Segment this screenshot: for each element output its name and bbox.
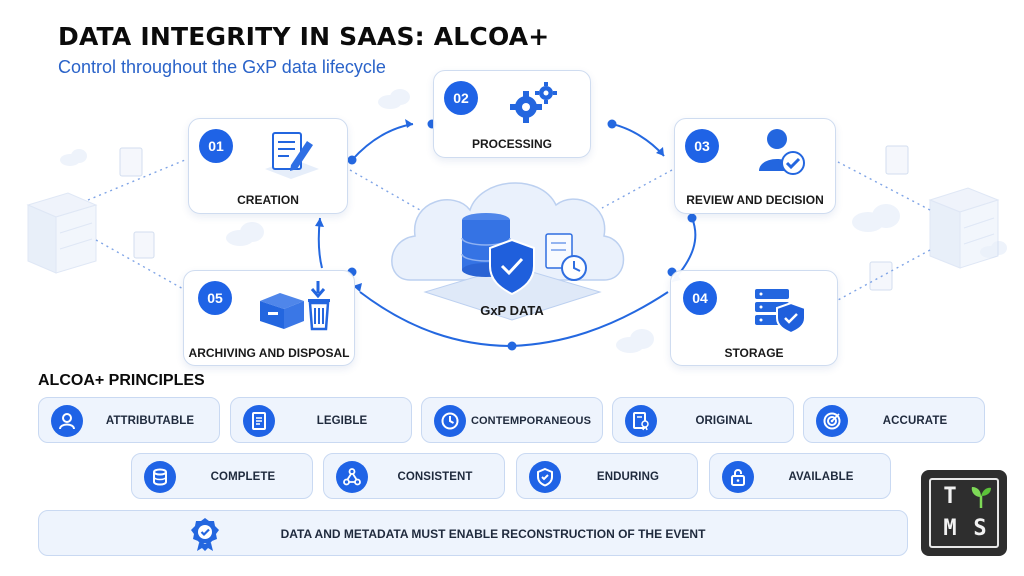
- server-shield-icon: [755, 289, 806, 335]
- document-pen-icon: [265, 132, 319, 179]
- side-connectors: [87, 159, 931, 301]
- stage-card-archiving[interactable]: 05 ARCHIVING AND DISPOSAL: [183, 270, 355, 366]
- principle-label: CONTEMPORANEOUS: [470, 415, 592, 427]
- document-icon: [243, 405, 275, 437]
- principle-label: LEGIBLE: [316, 415, 368, 427]
- unlock-icon: [722, 461, 754, 493]
- archive-trash-icon: [260, 281, 330, 331]
- principle-label: COMPLETE: [210, 471, 276, 483]
- user-icon: [51, 405, 83, 437]
- shield-check-icon: [529, 461, 561, 493]
- principle-contemporaneous[interactable]: CONTEMPORANEOUS: [421, 397, 603, 443]
- stage-label: PROCESSING: [471, 137, 552, 151]
- principle-attributable[interactable]: ATTRIBUTABLE: [38, 397, 220, 443]
- principle-consistent[interactable]: CONSISTENT: [323, 453, 505, 499]
- right-server-icon: [928, 187, 1000, 269]
- principle-label: ENDURING: [596, 471, 660, 483]
- center-label: GxP DATA: [480, 303, 544, 318]
- principle-label: ATTRIBUTABLE: [105, 415, 195, 427]
- stage-number: 05: [198, 281, 232, 315]
- award-badge-icon: [191, 518, 219, 551]
- logo-frame: [929, 478, 999, 548]
- page-title: DATA INTEGRITY IN SAAS: ALCOA+: [58, 22, 550, 51]
- network-icon: [336, 461, 368, 493]
- user-check-icon: [759, 129, 805, 175]
- principle-legible[interactable]: LEGIBLE: [230, 397, 412, 443]
- stage-card-creation[interactable]: 01 CREATION: [188, 118, 348, 214]
- stage-label: ARCHIVING AND DISPOSAL: [188, 346, 350, 360]
- clock-icon: [434, 405, 466, 437]
- gears-icon: [510, 82, 557, 123]
- stage-card-storage[interactable]: 04 STORAGE: [670, 270, 838, 366]
- principle-original[interactable]: ORIGINAL: [612, 397, 794, 443]
- stage-label: CREATION: [237, 193, 299, 207]
- principle-complete[interactable]: COMPLETE: [131, 453, 313, 499]
- footer-statement: DATA AND METADATA MUST ENABLE RECONSTRUC…: [38, 510, 908, 556]
- logo-letter: S: [973, 516, 987, 541]
- stage-card-review[interactable]: 03 REVIEW AND DECISION: [674, 118, 836, 214]
- center-cloud-icon: [391, 182, 625, 321]
- principle-available[interactable]: AVAILABLE: [709, 453, 891, 499]
- footer-text: DATA AND METADATA MUST ENABLE RECONSTRUC…: [280, 527, 706, 541]
- certificate-icon: [625, 405, 657, 437]
- stage-number: 01: [199, 129, 233, 163]
- stage-number: 02: [444, 81, 478, 115]
- principle-label: ORIGINAL: [695, 415, 753, 427]
- principle-label: AVAILABLE: [788, 471, 854, 483]
- stage-number: 03: [685, 129, 719, 163]
- principles-title: ALCOA+ PRINCIPLES: [38, 372, 205, 389]
- principle-label: ACCURATE: [882, 415, 948, 427]
- principle-label: CONSISTENT: [397, 471, 473, 483]
- logo-letter: M: [943, 516, 957, 541]
- stage-card-processing[interactable]: 02 PROCESSING: [433, 70, 591, 158]
- stage-number: 04: [683, 281, 717, 315]
- logo-letter: T: [943, 484, 957, 509]
- left-server-icon: [26, 192, 98, 274]
- stage-label: STORAGE: [724, 346, 784, 360]
- principle-accurate[interactable]: ACCURATE: [803, 397, 985, 443]
- database-icon: [144, 461, 176, 493]
- sprout-icon: [971, 487, 991, 508]
- target-icon: [816, 405, 848, 437]
- document-sheet-icon: [119, 145, 909, 291]
- principle-enduring[interactable]: ENDURING: [516, 453, 698, 499]
- page-subtitle: Control throughout the GxP data lifecycl…: [58, 57, 386, 77]
- stage-label: REVIEW AND DECISION: [686, 193, 824, 207]
- tms-logo: T M S: [921, 470, 1007, 556]
